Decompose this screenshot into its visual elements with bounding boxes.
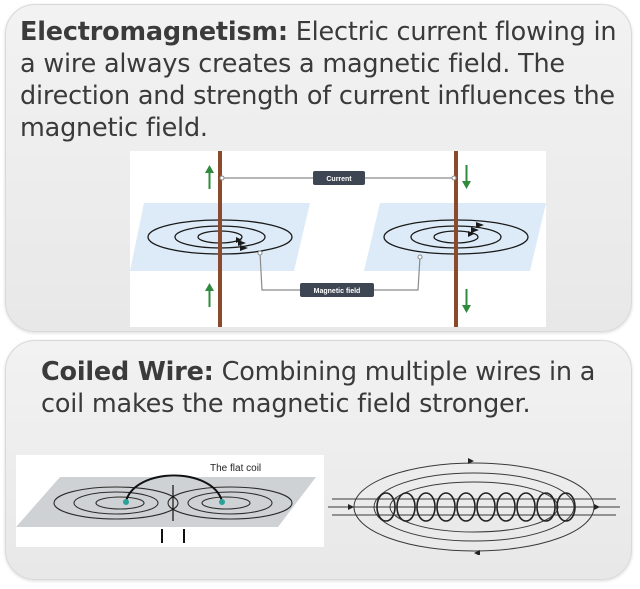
right-bottom-down-arrow <box>462 289 471 313</box>
flat-coil-leads <box>161 529 185 543</box>
electromagnetism-card: Electromagnetism: Electric current flowi… <box>5 4 632 332</box>
right-wire <box>454 151 458 327</box>
flat-coil-wire-arc <box>125 474 223 502</box>
left-top-up-arrow <box>205 165 214 189</box>
electromagnetism-body: Electric current flowing in a wire alway… <box>20 17 617 143</box>
magnetic-field-label-box: Magnetic field <box>300 283 374 297</box>
current-arrows <box>205 165 471 313</box>
left-bottom-up-arrow <box>205 283 214 307</box>
flat-coil-board <box>16 477 316 527</box>
coiled-wire-card: Coiled Wire: Combining multiple wires in… <box>5 340 632 580</box>
field-direction-arrows <box>236 222 484 251</box>
electromagnetism-text: Electromagnetism: Electric current flowi… <box>20 16 620 144</box>
solenoid-field-diagram <box>328 458 620 555</box>
solenoid-coils <box>376 492 576 522</box>
right-top-down-arrow <box>462 165 471 189</box>
current-label-box: Current <box>313 171 365 185</box>
wire-magnetic-field-diagram: Current Magnetic field <box>130 151 546 327</box>
left-wire <box>218 151 222 327</box>
electromagnetism-heading: Electromagnetism: <box>20 17 288 47</box>
current-label: Current <box>326 176 352 183</box>
flat-coil-loops <box>53 486 293 520</box>
flat-coil-label: The flat coil <box>210 463 261 474</box>
solenoid-field-arrows <box>348 458 600 555</box>
magnetic-field-label: Magnetic field <box>314 288 361 295</box>
solenoid-field-lines <box>328 462 620 552</box>
coiled-wire-heading: Coiled Wire: <box>41 357 214 387</box>
flat-coil-dots <box>123 499 225 505</box>
coiled-wire-body: Combining multiple wires in a coil makes… <box>41 357 596 419</box>
coiled-wire-text: Coiled Wire: Combining multiple wires in… <box>41 356 621 420</box>
flat-coil-diagram: The flat coil <box>16 455 324 547</box>
